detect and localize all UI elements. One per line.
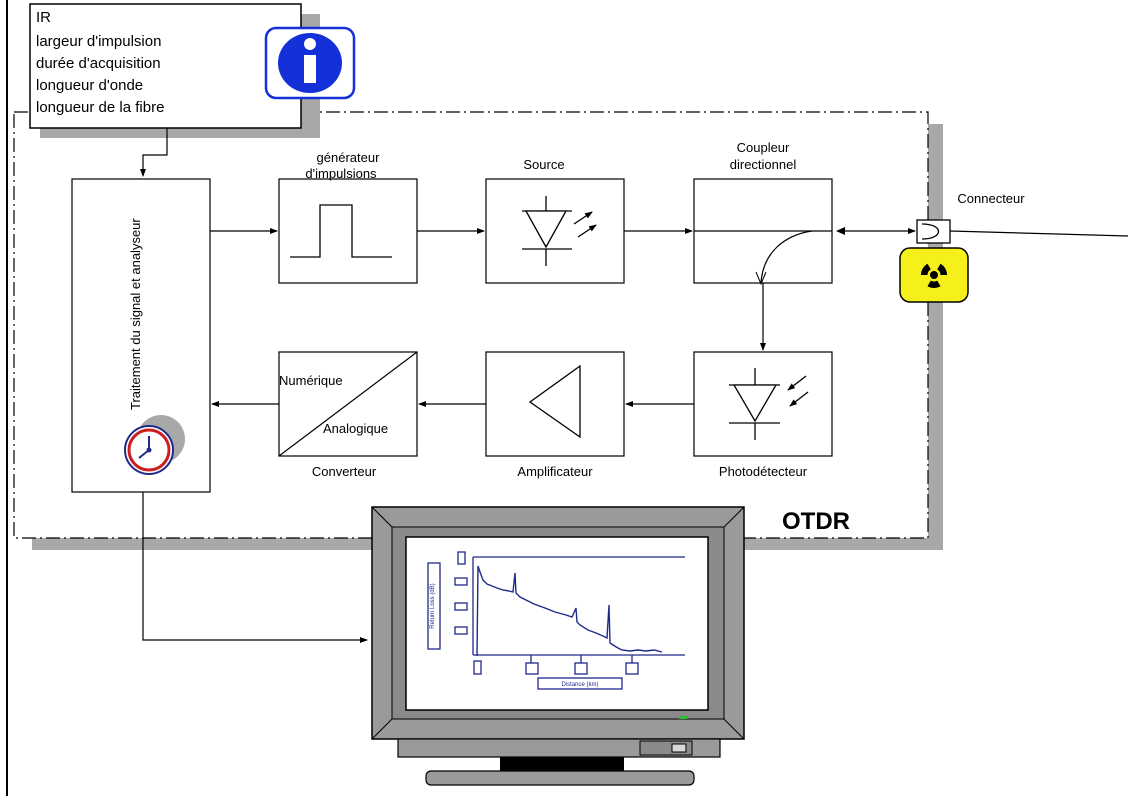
- x-tick-box-2: [525, 662, 539, 675]
- y-tick-box-3: [454, 602, 468, 611]
- fiber-line: [949, 230, 1129, 237]
- info-box: [29, 3, 302, 129]
- photodetector-label: Photodétecteur: [719, 464, 808, 479]
- converter-top-label: Numérique: [279, 373, 343, 388]
- converter-diagonal: [278, 351, 418, 457]
- screen-plot: [427, 551, 685, 690]
- amplifier-label: Amplificateur: [517, 464, 593, 479]
- info-line-fiber-length: longueur de la fibre: [36, 99, 164, 116]
- info-line-wavelength: longueur d'onde: [36, 77, 143, 94]
- y-label-box: [427, 562, 441, 650]
- monitor: [371, 506, 745, 786]
- pulse-waveform: [290, 204, 392, 258]
- coupler-tap-curve: [760, 230, 813, 284]
- coupler-tap-arrowhead: [755, 271, 767, 286]
- info-line-acquisition-time: durée d'acquisition: [36, 55, 161, 72]
- amplifier-triangle: [528, 364, 581, 439]
- x-label-box: [537, 677, 623, 690]
- x-tick-box-1: [473, 660, 482, 675]
- coupler-label-1: Coupleur: [737, 140, 790, 155]
- y-tick-box-1: [457, 551, 466, 565]
- info-to-processor-arrow: [140, 128, 168, 177]
- info-icon: [264, 26, 356, 100]
- converter-label: Converteur: [312, 464, 377, 479]
- source-label: Source: [523, 157, 564, 172]
- y-tick-box-2: [454, 577, 468, 586]
- processor-label: Traitement du signal et analyseur: [128, 218, 143, 410]
- y-tick-box-4: [454, 626, 468, 635]
- converter-bottom-label: Analogique: [323, 421, 388, 436]
- radiation-icon: [899, 247, 969, 303]
- coupler-label-2: directionnel: [730, 157, 797, 172]
- otdr-label: OTDR: [782, 508, 850, 535]
- clock-icon: [124, 415, 185, 475]
- led-icon: [522, 196, 597, 266]
- otdr-trace: [476, 565, 663, 657]
- processor-to-monitor-arrow: [142, 492, 368, 643]
- connector-to-coupler-arrowhead: [836, 227, 845, 235]
- plot-ylabel: Return Loss (dB): [430, 583, 436, 628]
- pulse-generator-label-1: générateur: [317, 150, 381, 165]
- pulse-generator-block: [278, 178, 418, 284]
- info-line-ir: IR: [36, 9, 51, 26]
- info-line-pulse-width: largeur d'impulsion: [36, 33, 161, 50]
- photodiode-icon: [729, 368, 809, 440]
- power-led: [679, 716, 687, 719]
- connector-label: Connecteur: [957, 191, 1025, 206]
- plot-xlabel: Distance (km): [561, 682, 598, 688]
- connector-icon: [916, 219, 951, 244]
- pulse-generator-label-2: d'impulsions: [305, 166, 377, 181]
